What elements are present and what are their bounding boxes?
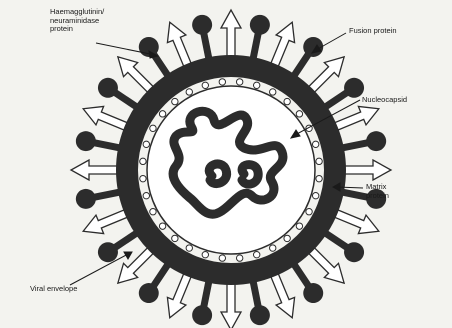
- matrix-bead: [140, 158, 146, 164]
- matrix-bead: [202, 251, 208, 257]
- matrix-bead: [236, 79, 242, 85]
- matrix-bead: [284, 235, 290, 241]
- label-haemagglutinin-neuraminidase: Haemagglutinin/ neuraminidase protein: [50, 8, 104, 34]
- matrix-bead: [219, 79, 225, 85]
- matrix-bead: [306, 209, 312, 215]
- matrix-bead: [312, 192, 318, 198]
- matrix-bead: [270, 245, 276, 251]
- matrix-bead: [296, 111, 302, 117]
- matrix-bead: [253, 251, 259, 257]
- matrix-bead: [143, 141, 149, 147]
- haemagglutinin-spike: [221, 10, 241, 60]
- matrix-bead: [316, 158, 322, 164]
- haemagglutinin-spike: [71, 160, 121, 180]
- matrix-bead: [312, 141, 318, 147]
- label-fusion-protein: Fusion protein: [349, 27, 397, 36]
- matrix-bead: [150, 209, 156, 215]
- matrix-bead: [140, 175, 146, 181]
- matrix-bead: [236, 255, 242, 261]
- label-viral-envelope: Viral envelope: [30, 285, 77, 294]
- matrix-bead: [253, 82, 259, 88]
- matrix-bead: [143, 192, 149, 198]
- label-matrix-protein: Matrix protein: [366, 183, 389, 200]
- matrix-bead: [284, 98, 290, 104]
- matrix-bead: [270, 89, 276, 95]
- matrix-bead: [159, 223, 165, 229]
- matrix-bead: [186, 89, 192, 95]
- haemagglutinin-spike: [341, 160, 391, 180]
- matrix-bead: [172, 235, 178, 241]
- matrix-bead: [316, 175, 322, 181]
- matrix-bead: [296, 223, 302, 229]
- matrix-bead: [159, 111, 165, 117]
- matrix-bead: [150, 125, 156, 131]
- matrix-bead: [202, 82, 208, 88]
- haemagglutinin-spike: [221, 280, 241, 328]
- matrix-bead: [219, 255, 225, 261]
- matrix-bead: [186, 245, 192, 251]
- label-nucleocapsid: Nucleocapsid: [362, 96, 407, 105]
- matrix-bead: [172, 98, 178, 104]
